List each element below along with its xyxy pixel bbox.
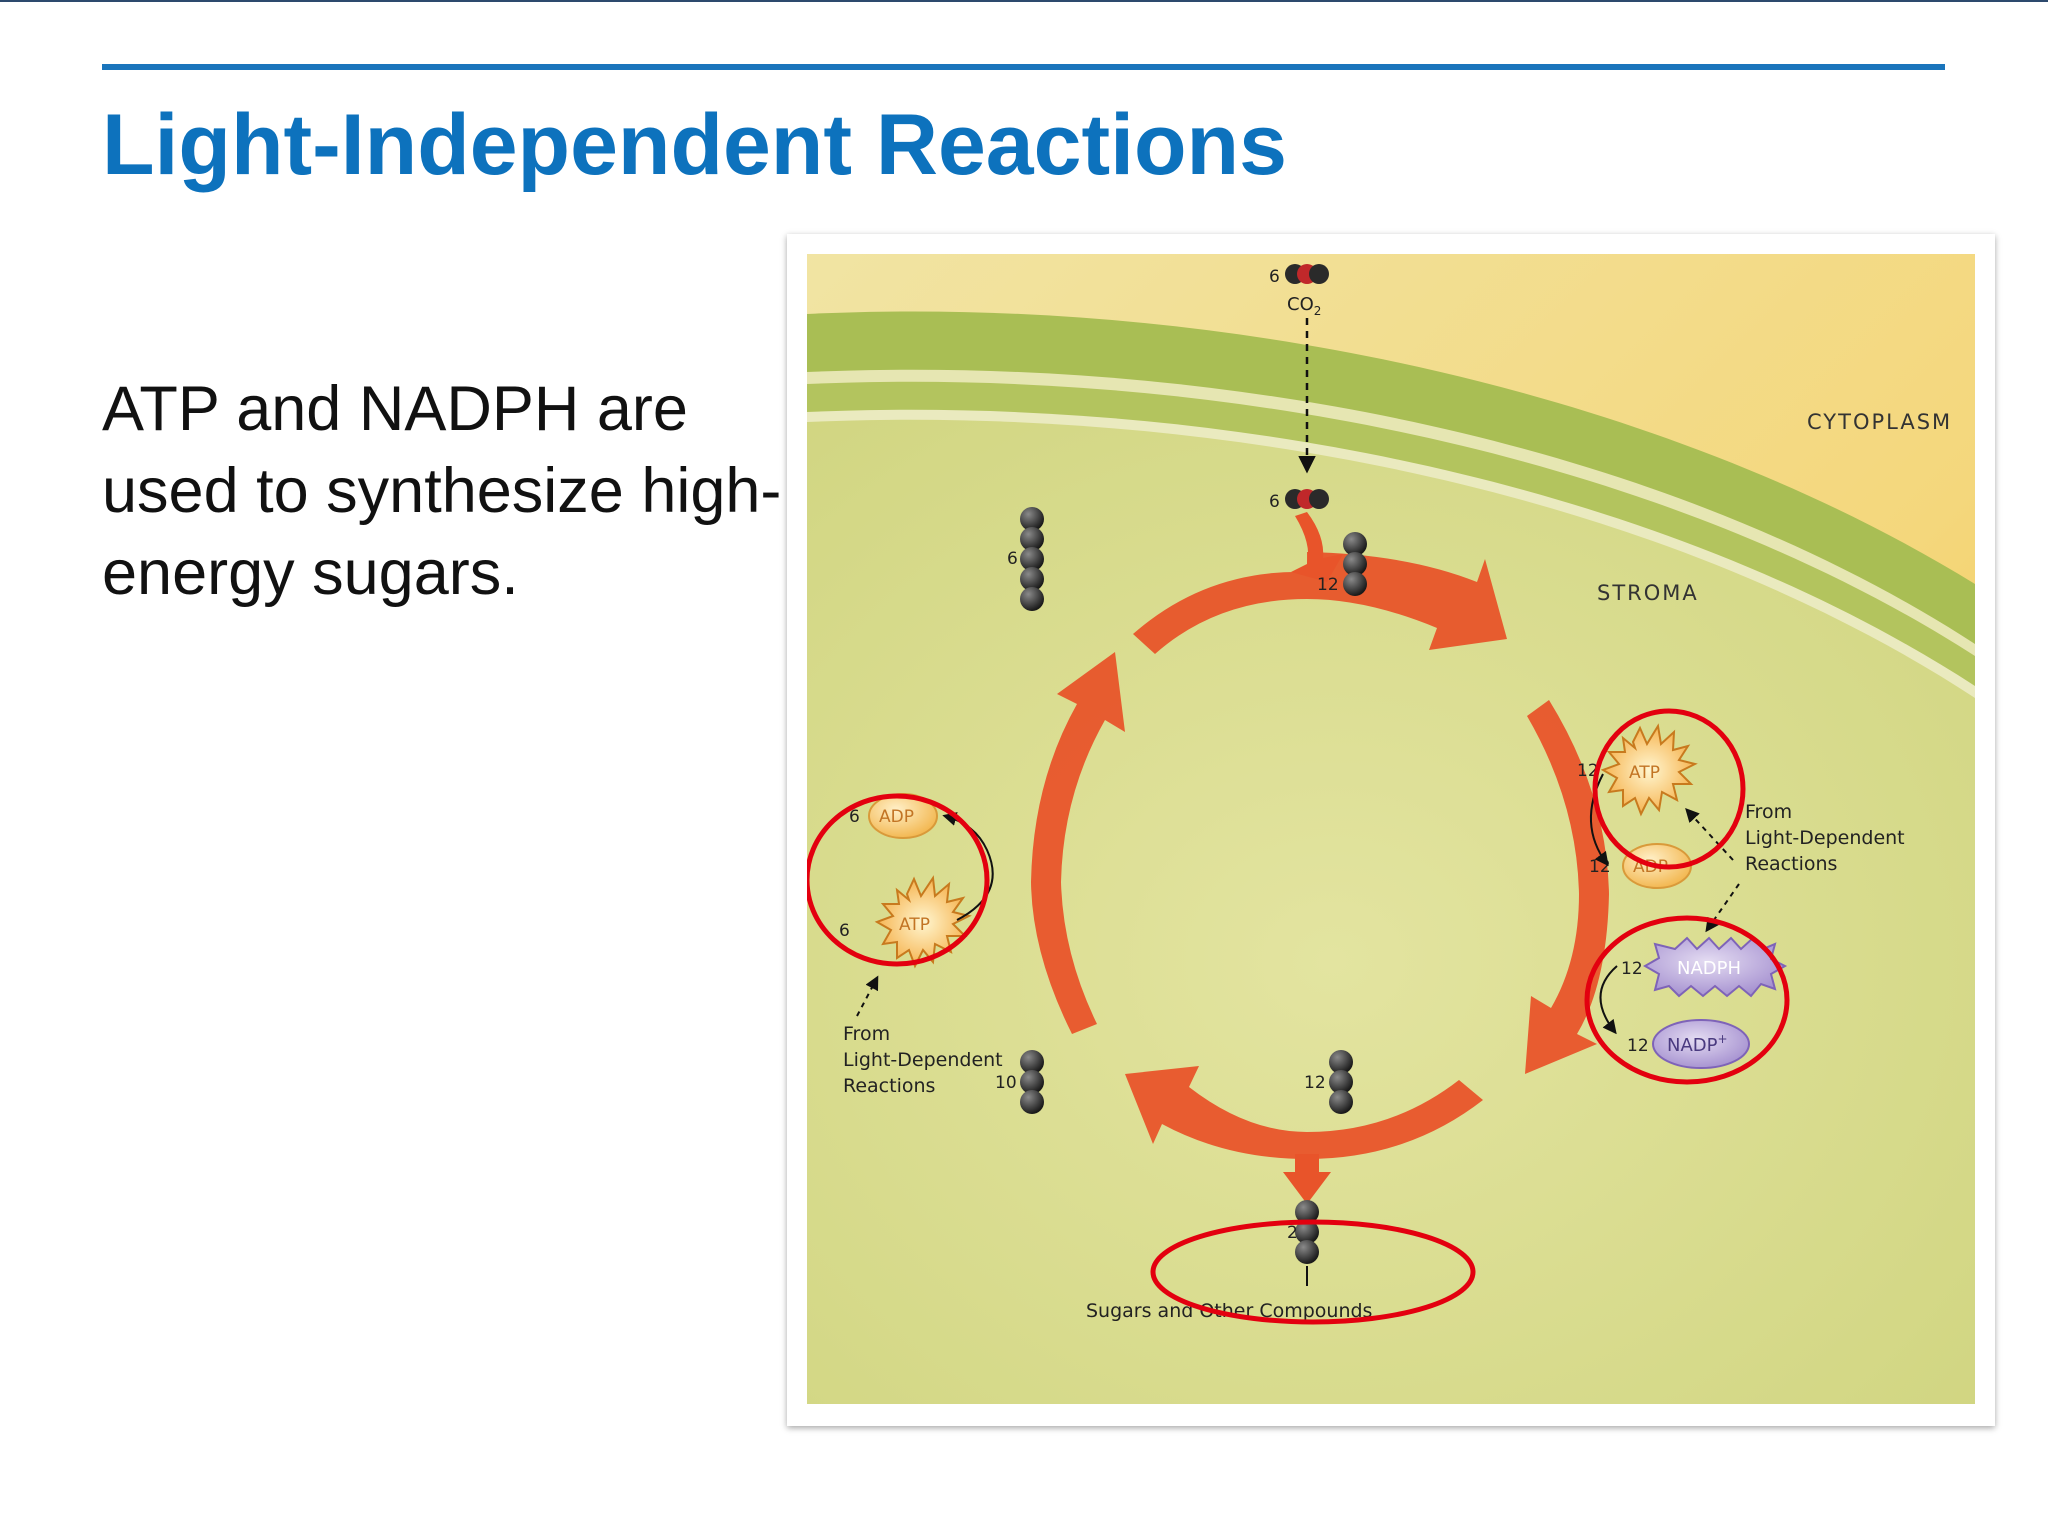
atp-starburst-right (1600, 723, 1698, 817)
dashed-arrow-to-atp-right (1685, 807, 1734, 861)
atp-to-adp-arrow-right (1589, 773, 1609, 867)
co2-label: CO2 (1287, 294, 1321, 318)
atp-label-right: ATP (1629, 763, 1660, 783)
cytoplasm-label: CYTOPLASM (1807, 410, 1952, 434)
atp-starburst-left (874, 875, 972, 969)
atp-count-left: 6 (839, 921, 850, 941)
adp-label-left: ADP (879, 807, 914, 827)
output-arrow (1283, 1154, 1331, 1204)
title-rule (102, 64, 1945, 70)
co2-count: 6 (1269, 267, 1280, 287)
top-edge-line (0, 0, 2048, 2)
co2-count-inside: 6 (1269, 492, 1280, 512)
nadp-oval (1652, 1019, 1750, 1069)
highlight-circle-output (1150, 1219, 1476, 1325)
molecule-stack-output (1295, 1200, 1319, 1264)
molecule-stack-top-right (1343, 532, 1367, 596)
from-label-left: From Light-Dependent Reactions (843, 1023, 1009, 1097)
dashed-arrow-to-atp-left (856, 975, 879, 1017)
output-label: Sugars and Other Compounds (1086, 1300, 1372, 1322)
cycle-arrow-top (1133, 552, 1507, 654)
cycle-arrow-left (1031, 652, 1125, 1034)
nadp-label: NADP+ (1667, 1032, 1728, 1056)
nadph-count: 12 (1621, 959, 1643, 979)
highlight-circle-atp-left (807, 793, 990, 967)
molecule-stack-bottom-right (1329, 1050, 1353, 1114)
from-label-right: From Light-Dependent Reactions (1745, 801, 1911, 875)
cycle-arrow-bottom (1125, 1066, 1483, 1159)
adp-count-right: 12 (1589, 857, 1611, 877)
highlight-circle-nadph (1584, 915, 1790, 1085)
molecule-count-top-right: 12 (1317, 575, 1339, 595)
co2-molecule-inner (1285, 489, 1329, 509)
adp-count-left: 6 (849, 807, 860, 827)
calvin-cycle-figure: CYTOPLASM STROMA 6 CO2 6 12 6 10 12 (787, 234, 1995, 1426)
stroma-label: STROMA (1597, 581, 1699, 605)
molecule-stack-bottom-left (1020, 1050, 1044, 1114)
molecule-count-left: 6 (1007, 549, 1018, 569)
co2-join-arrow (1291, 512, 1343, 582)
co2-molecule-outer (1285, 264, 1329, 284)
nadph-to-nadp-arrow (1599, 965, 1618, 1035)
molecule-stack-left (1020, 507, 1044, 611)
molecule-count-bottom-left: 10 (995, 1073, 1017, 1093)
body-text: ATP and NADPH are used to synthesize hig… (102, 374, 782, 608)
atp-count-right: 12 (1577, 761, 1599, 781)
slide-title: Light-Independent Reactions (102, 97, 1287, 193)
atp-label-left: ATP (899, 915, 930, 935)
nadph-burst (1642, 936, 1788, 998)
molecule-count-output: 2 (1287, 1223, 1298, 1243)
highlight-circle-atp-right (1592, 708, 1746, 870)
nadph-label: NADPH (1677, 958, 1741, 979)
molecule-count-bottom-right: 12 (1304, 1073, 1326, 1093)
calvin-cycle-diagram: CYTOPLASM STROMA 6 CO2 6 12 6 10 12 (807, 254, 1975, 1404)
nadp-count: 12 (1627, 1036, 1649, 1056)
